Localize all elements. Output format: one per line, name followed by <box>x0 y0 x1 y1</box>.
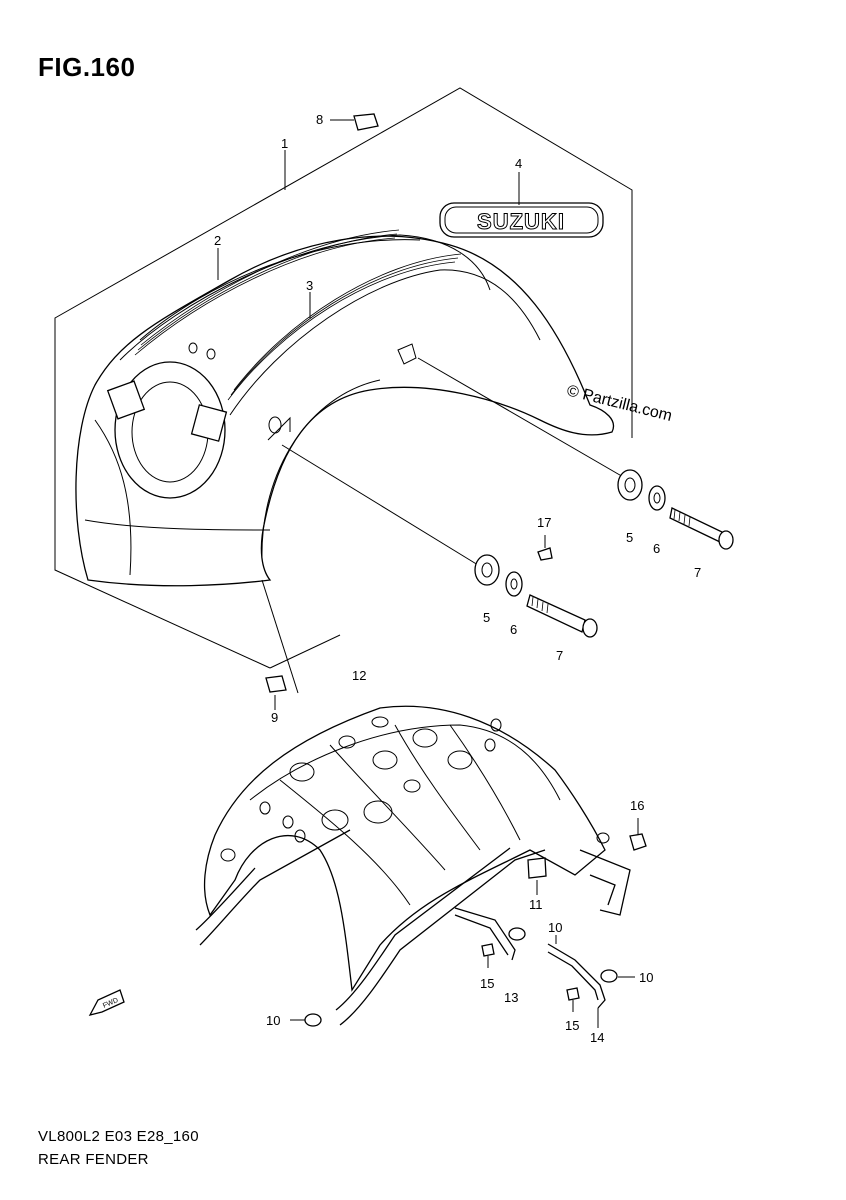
callout-6b: 6 <box>510 622 517 637</box>
callout-5a: 5 <box>626 530 633 545</box>
callout-7b: 7 <box>556 648 563 663</box>
callout-10c: 10 <box>266 1013 280 1028</box>
emblem-text: SUZUKI <box>477 209 565 234</box>
clip-17 <box>537 535 553 561</box>
callout-16: 16 <box>630 798 644 813</box>
callout-1: 1 <box>281 136 288 151</box>
screw-15-left <box>481 943 495 968</box>
callout-8: 8 <box>316 112 323 127</box>
callout-15b: 15 <box>565 1018 579 1033</box>
bolt-7-upper <box>669 507 734 550</box>
washer-6-upper <box>648 485 666 511</box>
callout-15a: 15 <box>480 976 494 991</box>
callout-4: 4 <box>515 156 522 171</box>
rear-fender <box>75 229 615 587</box>
fwd-arrow-icon: FWD <box>88 989 125 1016</box>
bracket-13 <box>454 907 526 961</box>
callout-9: 9 <box>271 710 278 725</box>
bracket-14 <box>547 943 606 1028</box>
callout-3: 3 <box>306 278 313 293</box>
callout-5b: 5 <box>483 610 490 625</box>
model-code: VL800L2 E03 E28_160 <box>38 1128 199 1145</box>
bushing-5-upper <box>617 469 643 501</box>
callout-11: 11 <box>529 897 543 912</box>
callout-13: 13 <box>504 990 518 1005</box>
assembly-boundary <box>54 87 633 669</box>
washer-6-lower <box>505 571 523 597</box>
fender-brace <box>195 705 631 1026</box>
grommet-9 <box>261 579 299 710</box>
nut-10-right <box>600 969 635 983</box>
bushing-5-lower <box>474 554 500 586</box>
nut-10-bottom <box>290 1013 322 1027</box>
callout-6a: 6 <box>653 541 660 556</box>
clip-8 <box>330 113 379 131</box>
figure-caption: REAR FENDER <box>38 1151 149 1168</box>
figure-title: FIG.160 <box>38 52 136 82</box>
label-11 <box>527 857 547 895</box>
callout-7a: 7 <box>694 565 701 580</box>
suzuki-emblem: SUZUKI <box>439 202 604 238</box>
callout-12: 12 <box>352 668 366 683</box>
bolt-7-lower <box>526 594 598 638</box>
callout-17: 17 <box>537 515 551 530</box>
callout-10a: 10 <box>548 920 562 935</box>
callout-14: 14 <box>590 1030 604 1045</box>
callout-10b: 10 <box>639 970 653 985</box>
callout-2: 2 <box>214 233 221 248</box>
nut-16 <box>629 818 647 851</box>
screw-15-right <box>566 987 580 1012</box>
